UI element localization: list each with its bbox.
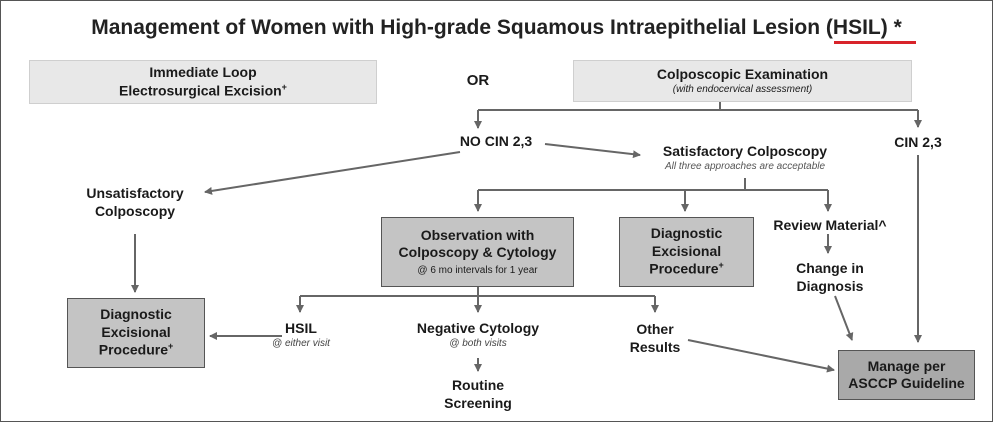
negative-label: Negative Cytology: [416, 320, 540, 336]
satisfactory-block: Satisfactory Colposcopy All three approa…: [640, 143, 850, 173]
no-cin-label: NO CIN 2,3: [459, 133, 533, 149]
diag-left-line1: Diagnostic: [100, 306, 172, 323]
observation-line2: Colposcopy & Cytology: [398, 244, 557, 261]
diag-mid-line1: Diagnostic: [650, 225, 723, 242]
hsil-block: HSIL @ either visit: [256, 320, 346, 350]
observation-box: Observation with Colposcopy & Cytology @…: [381, 217, 574, 287]
arrow-other-to-manage: [687, 339, 835, 373]
cin23-label: CIN 2,3: [894, 134, 942, 150]
satisfactory-branch-line: [478, 178, 828, 191]
diag-left-line2: Excisional: [101, 323, 171, 340]
routine-line2: Screening: [444, 394, 512, 411]
diag-mid-box: Diagnostic Excisional Procedure+: [619, 217, 754, 287]
diag-left-box: Diagnostic Excisional Procedure+: [67, 298, 205, 368]
diag-mid-sup: +: [718, 260, 724, 271]
satisfactory-label: Satisfactory Colposcopy: [662, 143, 828, 159]
observation-branch-line: [300, 287, 655, 297]
other-line1: Other: [636, 321, 674, 337]
change-line1: Change in: [796, 260, 864, 276]
unsatisfactory-line2: Colposcopy: [94, 202, 176, 219]
other-block: Other Results: [620, 321, 690, 356]
arrow-to-unsatisfactory: [204, 151, 461, 195]
leep-box: Immediate Loop Electrosurgical Excision+: [29, 60, 377, 104]
routine-block: Routine Screening: [428, 377, 528, 412]
leep-line2: Electrosurgical Excision: [119, 82, 282, 99]
diag-mid-line3: Procedure: [649, 261, 719, 278]
hsil-underline: [834, 41, 916, 44]
routine-line1: Routine: [451, 377, 505, 393]
arrow-change-to-manage: [834, 295, 854, 341]
change-line2: Diagnosis: [796, 277, 864, 294]
diag-left-line3: Procedure: [98, 342, 168, 359]
diagram-title: Management of Women with High-grade Squa…: [91, 16, 902, 39]
observation-line1: Observation with: [420, 226, 535, 243]
other-line2: Results: [629, 338, 681, 355]
leep-sup: +: [281, 81, 287, 92]
colpo-branch-line: [478, 101, 918, 111]
or-label: OR: [466, 72, 490, 89]
hsil-label: HSIL: [285, 320, 317, 336]
diag-mid-line2: Excisional: [651, 242, 722, 259]
hsil-note: @ either visit: [272, 337, 330, 349]
change-block: Change in Diagnosis: [780, 260, 880, 295]
leep-line1: Immediate Loop: [149, 64, 257, 81]
manage-line2: ASCCP Guideline: [848, 375, 965, 391]
colposcopy-label: Colposcopic Examination: [656, 66, 829, 82]
negative-block: Negative Cytology @ both visits: [398, 320, 558, 350]
review-label: Review Material^: [773, 217, 887, 233]
arrow-to-satisfactory: [544, 143, 641, 159]
negative-note: @ both visits: [449, 337, 507, 349]
unsatisfactory-block: Unsatisfactory Colposcopy: [70, 185, 200, 220]
observation-note: @ 6 mo intervals for 1 year: [417, 264, 538, 276]
diag-left-sup: +: [167, 341, 174, 352]
manage-box: Manage per ASCCP Guideline: [838, 350, 975, 400]
unsatisfactory-line1: Unsatisfactory: [86, 185, 184, 201]
satisfactory-note: All three approaches are acceptable: [664, 160, 826, 172]
manage-line1: Manage per: [867, 357, 946, 374]
colposcopy-note: (with endocervical assessment): [672, 83, 813, 95]
colposcopy-box: Colposcopic Examination (with endocervic…: [573, 60, 912, 102]
